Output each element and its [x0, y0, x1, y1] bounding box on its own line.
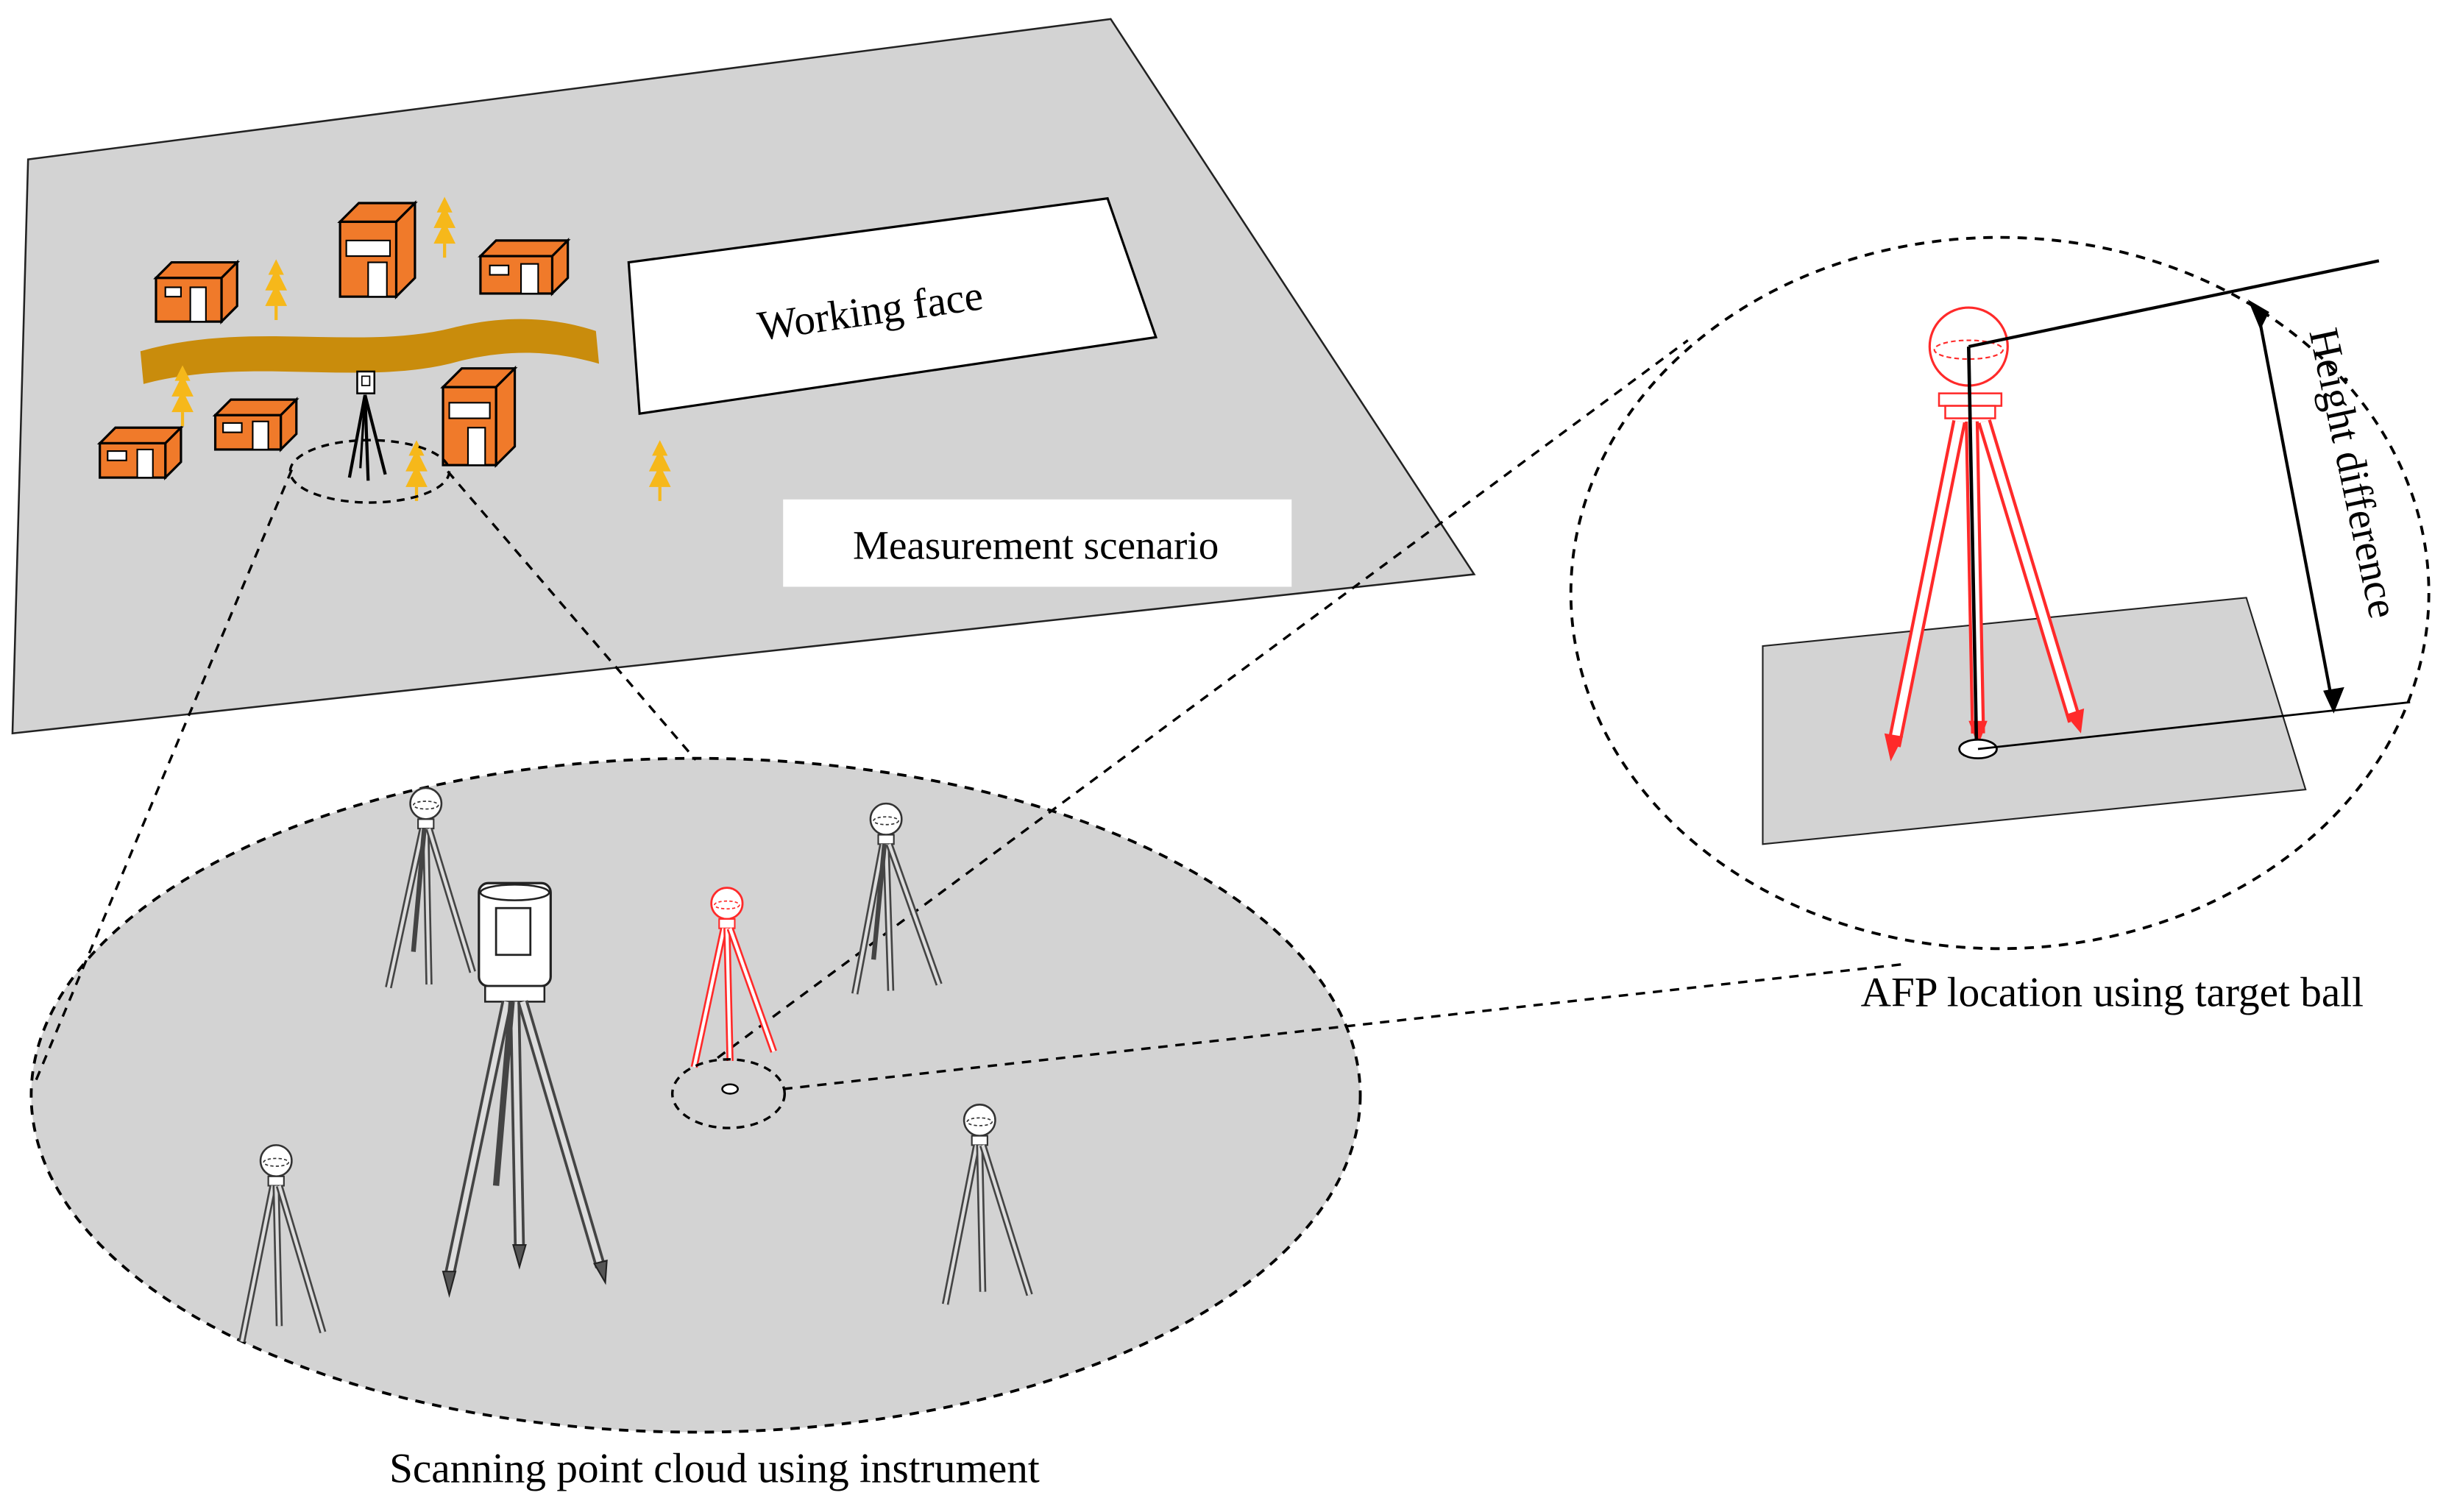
height-measure-lines — [1958, 259, 2411, 760]
point-cloud-ellipse — [29, 756, 1362, 1434]
house-icon — [440, 365, 518, 468]
house-icon — [96, 425, 184, 480]
tree-icon — [405, 440, 428, 501]
tree-icon — [171, 365, 194, 427]
afp-zoom-ellipse — [670, 1058, 787, 1129]
scanning-point-cloud-label: Scanning point cloud using instrument — [389, 1445, 1040, 1491]
afp-zoom-circle — [1569, 235, 2431, 951]
working-face-box — [627, 196, 1158, 416]
tree-icon — [648, 440, 671, 501]
tripod-icon — [941, 1104, 1033, 1305]
scanner-icon — [442, 881, 608, 1299]
height-difference-label: Height difference — [2300, 324, 2406, 622]
measurement-scenario-box — [783, 499, 1292, 587]
measurement-scenario-label: Measurement scenario — [853, 522, 1219, 567]
tripod-icon — [238, 1144, 327, 1343]
tripod-icon — [385, 787, 476, 989]
tripod-icon — [851, 802, 943, 995]
house-icon — [478, 238, 571, 297]
scanner-tripod-icon — [347, 370, 387, 481]
ground-patch — [1762, 597, 2307, 845]
tree-icon — [433, 196, 456, 258]
road — [140, 319, 600, 384]
house-icon — [153, 259, 241, 324]
target-ball-tripod-icon — [690, 887, 777, 1068]
afp-point-icon — [721, 1083, 739, 1095]
afp-location-label: AFP location using target ball — [1861, 970, 2364, 1016]
house-icon — [337, 200, 418, 300]
zoom-connector-lines — [33, 339, 1904, 1090]
tree-icon — [265, 259, 288, 320]
house-icon — [212, 397, 299, 452]
